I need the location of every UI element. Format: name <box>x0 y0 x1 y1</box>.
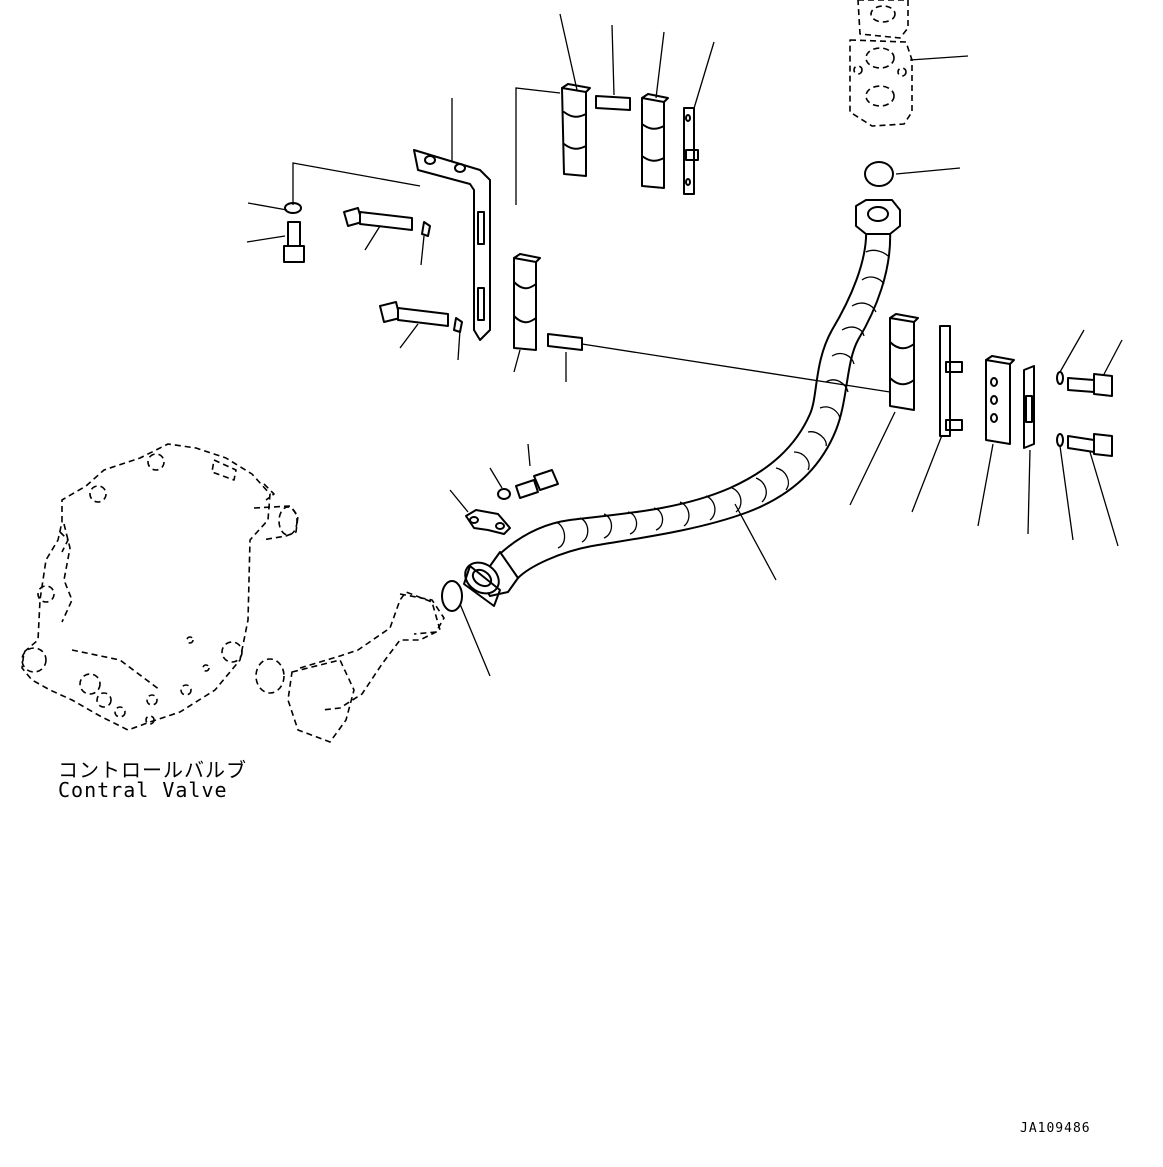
clamp-plate-right <box>939 325 963 437</box>
washer-right-upper <box>1056 371 1064 385</box>
control-valve-label-jp: コントロールバルブ <box>58 758 247 782</box>
clamp-plate-upper <box>683 107 699 195</box>
control-valve-label-en: Contral Valve <box>58 778 228 802</box>
o-ring-upper <box>864 161 894 187</box>
clamp-block-right <box>985 355 1015 445</box>
lock-washer-upper <box>421 221 431 237</box>
bolt-long-upper <box>343 207 413 231</box>
clamp-half-upper-right <box>641 93 669 189</box>
bolt-short <box>283 221 305 263</box>
washer-right-lower <box>1056 433 1064 447</box>
valve-block <box>849 0 913 127</box>
clamp-half-lower <box>513 253 541 351</box>
control-valve-body <box>21 443 299 731</box>
bolt-long-lower <box>379 301 449 327</box>
lock-washer-lower <box>453 317 463 333</box>
plate-right <box>1023 365 1035 449</box>
bolt-right-upper <box>1067 373 1113 397</box>
clamp-half-right <box>889 313 919 411</box>
leader-lines <box>246 13 1123 677</box>
spacer-pin-upper <box>595 95 631 111</box>
drawing-number: JA109486 <box>1020 1121 1091 1136</box>
hose-assembly <box>463 199 901 607</box>
bolt-right-lower <box>1067 433 1113 457</box>
spacer-pin-lower <box>547 333 583 351</box>
bolt-flange <box>515 469 559 499</box>
split-flange-lower <box>465 509 511 535</box>
o-ring-lower <box>441 580 463 612</box>
clamp-half-upper-left <box>561 83 591 177</box>
bracket <box>413 149 491 341</box>
elbow-pipe <box>287 591 445 743</box>
washer-left <box>284 202 302 214</box>
washer-flange <box>497 488 511 500</box>
